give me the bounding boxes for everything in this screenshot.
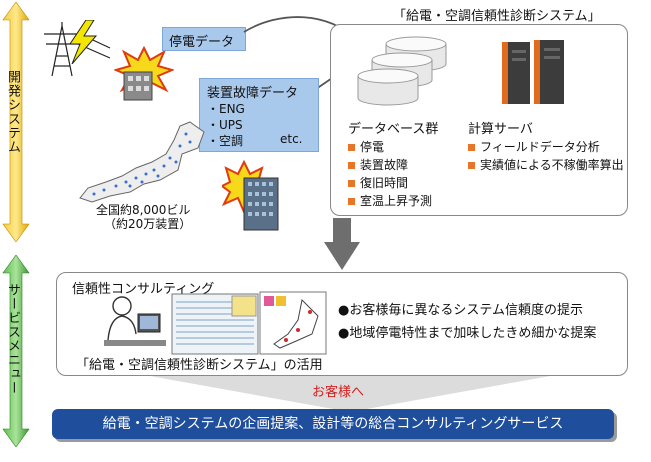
failure-etc: etc.	[280, 132, 303, 146]
bullet-square	[348, 179, 355, 187]
server-title: 計算サーバ	[468, 122, 533, 137]
bullet-square	[468, 161, 475, 169]
japan-map-icon	[79, 121, 205, 203]
db-list: 停電 装置故障 復旧時間 室温上昇予測	[348, 138, 432, 210]
buildings-count: 全国約8,000ビル	[96, 203, 191, 217]
server-icon	[502, 40, 564, 104]
bullet-square	[348, 161, 355, 169]
failure-item-aircon: ・空調	[207, 134, 244, 148]
service-menu-label: サービスメニュー	[5, 283, 20, 395]
point-reliability: ●お客様毎に異なるシステム信頼度の提示	[338, 303, 583, 318]
diagnosis-system-title: 「給電・空調信頼性診断システム」	[393, 9, 601, 24]
service-banner-text: 給電・空調システムの企画提案、設計等の総合コンサルティングサービス	[102, 416, 564, 432]
point-regional: ●地域停電特性まで加味したきめ細かな提案	[338, 326, 597, 341]
outage-data-label: 停電データ	[169, 35, 235, 50]
consultant-icon	[104, 296, 166, 346]
outage-data-box: 停電データ	[162, 27, 246, 51]
dev-system-label: 開発システム	[5, 70, 20, 154]
down-arrow-icon	[324, 218, 360, 270]
to-customer-label: お客様へ	[312, 385, 365, 400]
explosion-building-icon	[114, 46, 174, 101]
failure-data-title: 装置故障データ	[207, 86, 299, 101]
bullet-square	[468, 143, 475, 151]
lightning-icon	[69, 20, 98, 64]
usage-caption: 「給電・空調信頼性診断システム」の活用	[76, 358, 323, 373]
devices-count: （約20万装置）	[104, 217, 192, 231]
failure-item-ups: ・UPS	[207, 118, 243, 132]
db-item: 室温上昇予測	[348, 192, 432, 210]
service-menu-arrow	[2, 255, 30, 447]
service-banner: 給電・空調システムの企画提案、設計等の総合コンサルティングサービス	[52, 409, 614, 439]
bullet-square	[348, 143, 355, 151]
report-documents-icon	[171, 291, 327, 355]
bullet-square	[348, 197, 355, 205]
explosion-tower-icon	[222, 160, 279, 231]
to-customer-arrow	[150, 376, 550, 412]
db-item: 装置故障	[348, 156, 432, 174]
failure-data-box: 装置故障データ ・ENG ・UPS ・空調 etc.	[199, 78, 319, 152]
database-icon	[357, 36, 447, 106]
server-list: フィールドデータ分析 実績値による不稼働率算出	[468, 138, 624, 174]
consulting-title: 信頼性コンサルティング	[72, 282, 215, 297]
failure-item-eng: ・ENG	[207, 102, 245, 116]
db-title: データベース群	[348, 122, 439, 137]
server-item: フィールドデータ分析	[468, 138, 624, 156]
db-item: 停電	[348, 138, 432, 156]
dev-system-arrow	[2, 2, 30, 242]
server-item: 実績値による不稼働率算出	[468, 156, 624, 174]
db-item: 復旧時間	[348, 174, 432, 192]
